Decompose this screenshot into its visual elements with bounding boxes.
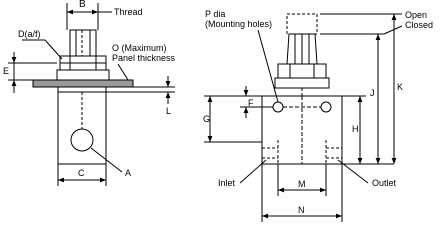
mounting-hole-left [272, 101, 284, 113]
technical-drawing [8, 3, 403, 222]
label-l: L [166, 106, 172, 116]
label-o-line2: Panel thickness [112, 53, 176, 63]
label-b: B [79, 0, 86, 10]
label-j: J [370, 88, 375, 98]
label-inlet: Inlet [218, 178, 236, 188]
label-p-line2: (Mounting holes) [205, 19, 273, 29]
label-o-line1: O (Maximum) [112, 43, 167, 53]
label-f: F [248, 98, 254, 108]
label-closed: Closed [405, 20, 434, 30]
label-d: D(a/f) [18, 29, 41, 39]
label-k: K [397, 82, 404, 92]
label-g: G [203, 114, 211, 124]
label-thread: Thread [114, 7, 143, 17]
stem-open-position [286, 13, 318, 35]
label-c: C [78, 168, 85, 178]
stem-knob [69, 29, 97, 57]
label-outlet: Outlet [372, 178, 397, 188]
valve-dimension-diagram: B Thread D(a/f) O (Maximum) Panel thickn… [3, 0, 434, 222]
label-e: E [3, 66, 10, 76]
panel [32, 79, 134, 88]
label-p-line1: P dia [205, 9, 226, 19]
label-h: H [352, 124, 359, 134]
front-view [204, 13, 403, 222]
front-hex-nut [277, 63, 327, 79]
label-a: A [125, 168, 132, 178]
label-n: N [298, 205, 305, 215]
port-hole [70, 128, 94, 152]
label-m: M [298, 179, 306, 189]
mounting-hole-right [320, 101, 332, 113]
label-open: Open [405, 10, 428, 20]
side-view [8, 3, 175, 186]
